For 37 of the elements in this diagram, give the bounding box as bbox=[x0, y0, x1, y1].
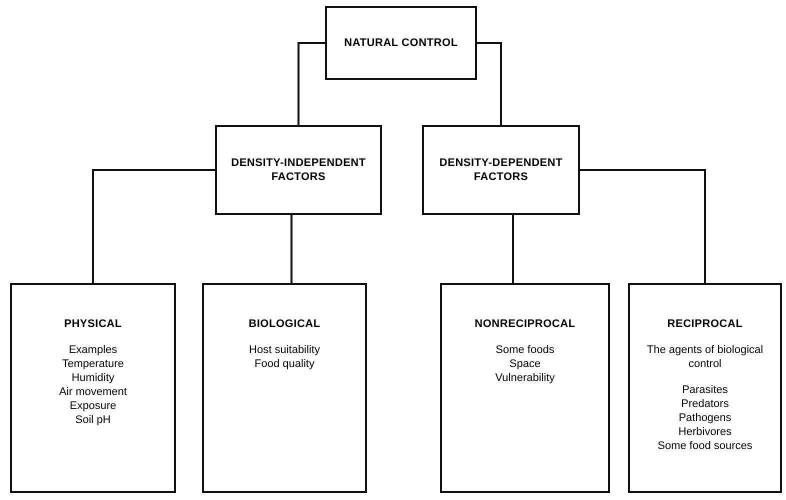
connector-line bbox=[477, 42, 502, 125]
box-item: Exposure bbox=[70, 399, 116, 413]
connector-line bbox=[290, 215, 292, 283]
box-heading: DENSITY-INDEPENDENT FACTORS bbox=[230, 156, 367, 184]
box-item: Herbivores bbox=[678, 425, 732, 439]
connector-line bbox=[580, 169, 706, 283]
box-item: Food quality bbox=[254, 357, 314, 371]
box bbox=[202, 283, 367, 493]
box-heading: BIOLOGICAL bbox=[248, 317, 320, 331]
box bbox=[10, 283, 176, 493]
box-item: The agents of biological control bbox=[646, 343, 764, 371]
box bbox=[628, 283, 782, 493]
box-item: Parasites bbox=[682, 383, 728, 397]
box-heading: DENSITY-DEPENDENT FACTORS bbox=[438, 156, 564, 184]
box-item: Space bbox=[509, 357, 541, 371]
box bbox=[325, 6, 477, 80]
box bbox=[422, 125, 580, 215]
box-item: Humidity bbox=[72, 371, 114, 385]
box-heading: PHYSICAL bbox=[64, 317, 122, 331]
box bbox=[215, 125, 382, 215]
connector-line bbox=[298, 42, 325, 125]
box-item: Vulnerability bbox=[495, 371, 555, 385]
connector-line bbox=[512, 215, 514, 283]
box-heading: NONRECIPROCAL bbox=[474, 317, 576, 331]
box-item: Examples bbox=[68, 343, 118, 357]
box-item: Host suitability bbox=[249, 343, 320, 357]
box-heading: NATURAL CONTROL bbox=[344, 36, 458, 50]
box-item: Some food sources bbox=[658, 439, 752, 453]
box-item: Predators bbox=[681, 397, 729, 411]
box-item: Temperature bbox=[62, 357, 124, 371]
box-item: Air movement bbox=[59, 385, 127, 399]
box-item: Soil pH bbox=[75, 413, 111, 427]
connector-line bbox=[92, 169, 215, 283]
box-item: Pathogens bbox=[678, 411, 732, 425]
box-heading: RECIPROCAL bbox=[667, 317, 743, 331]
box-item: Some foods bbox=[496, 343, 554, 357]
box bbox=[440, 283, 610, 493]
